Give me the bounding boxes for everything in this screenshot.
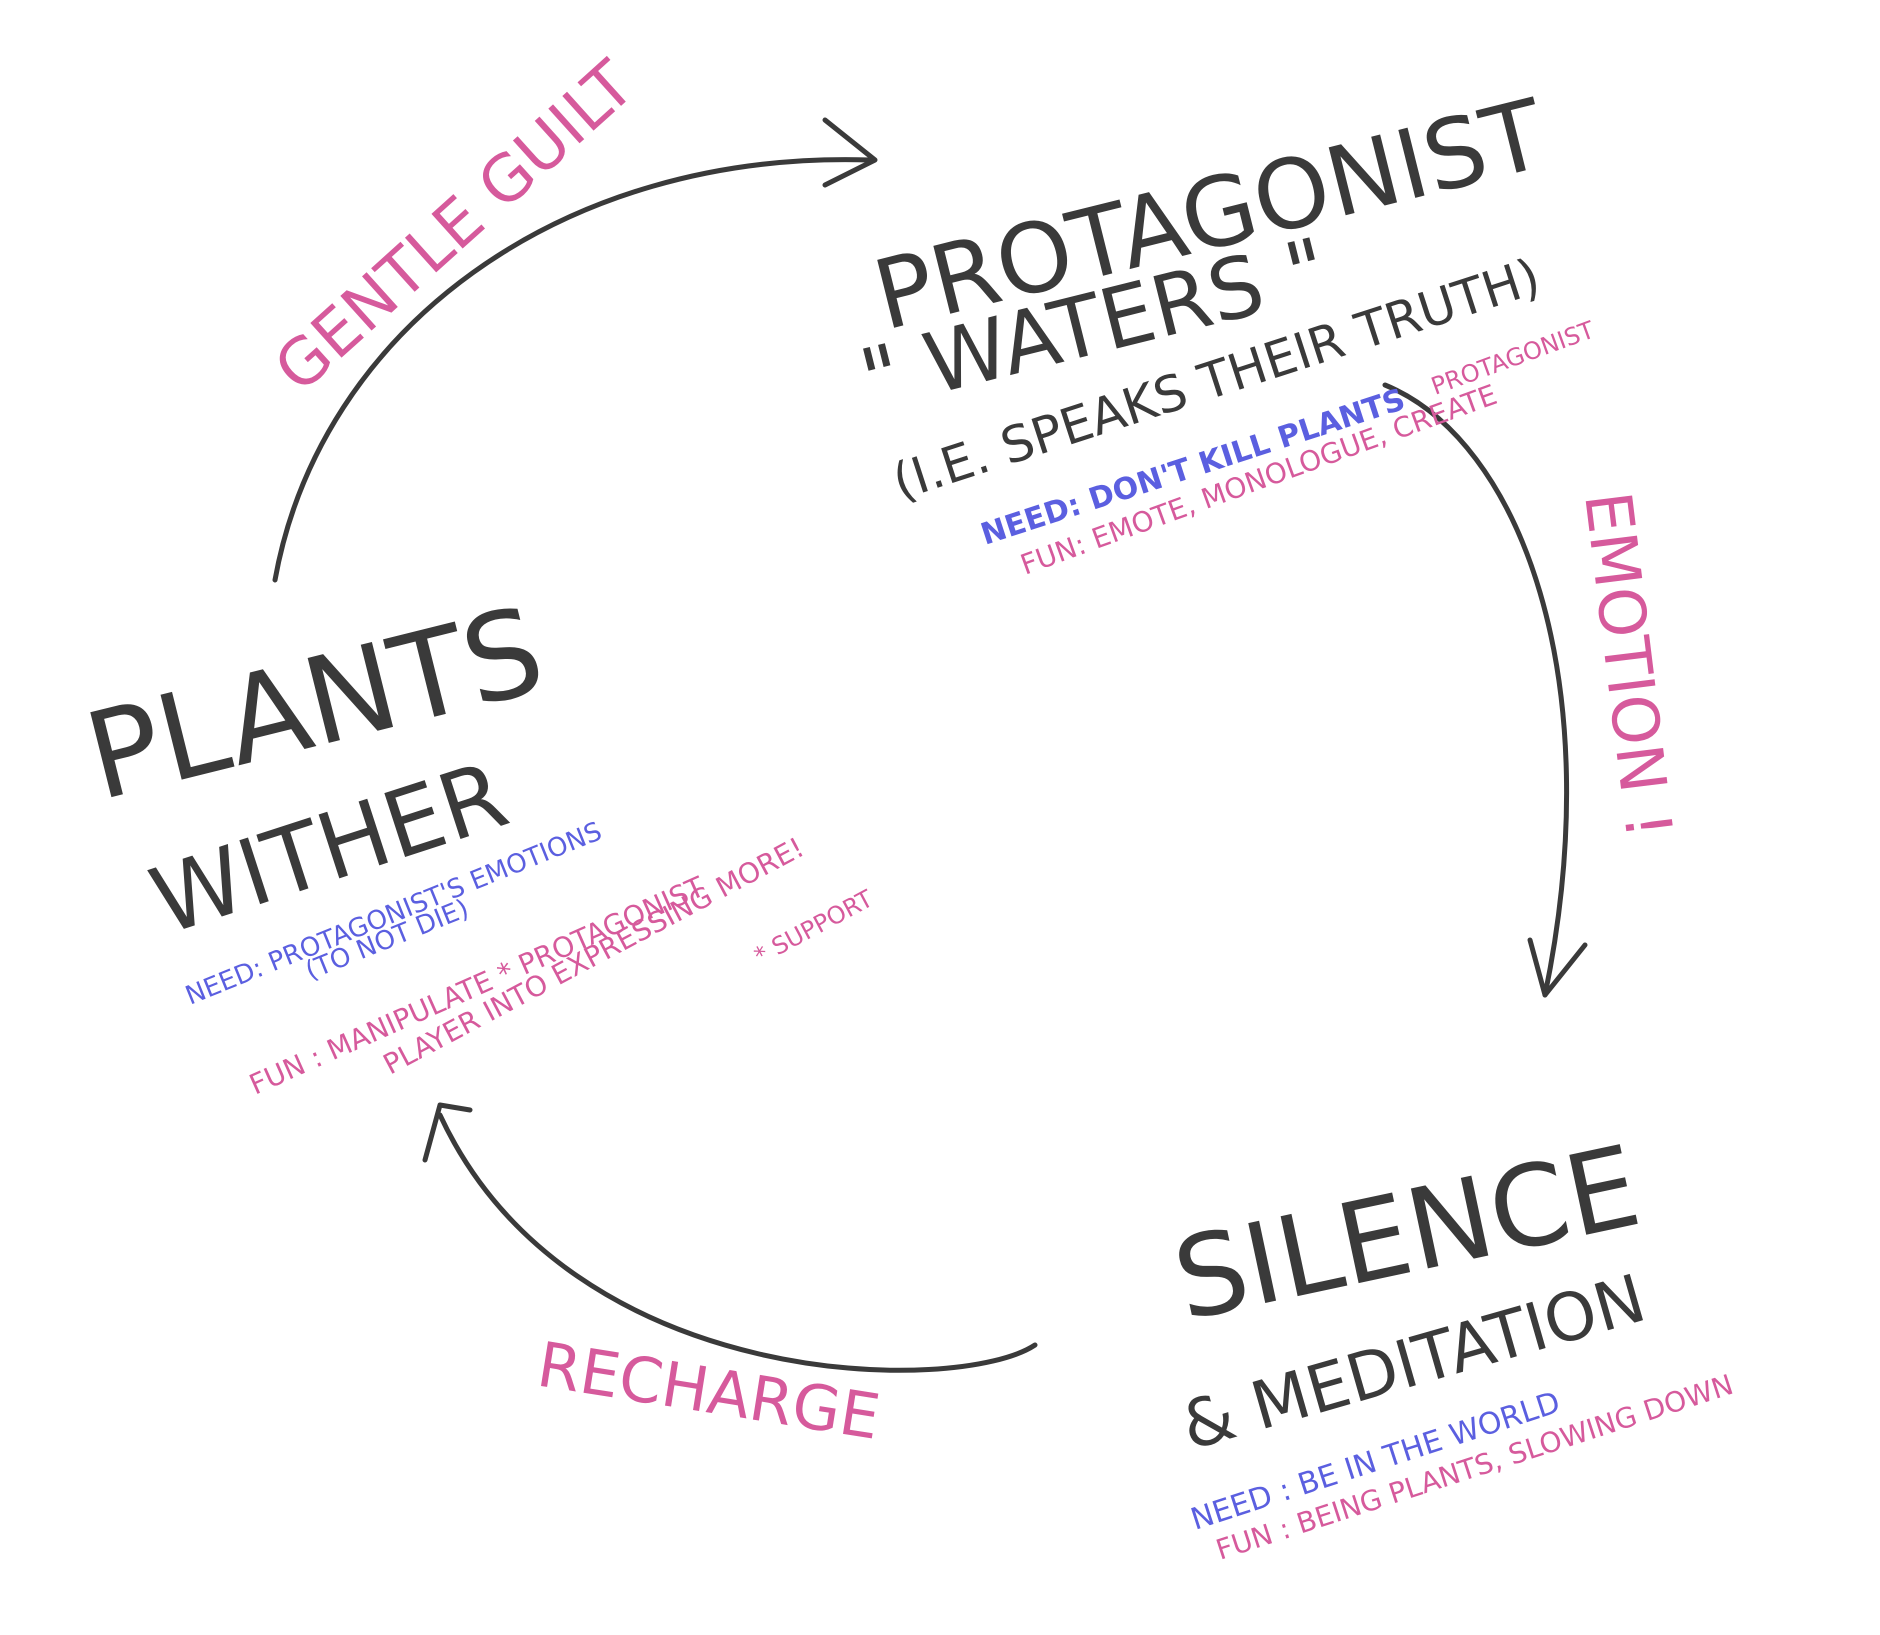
- arrow-emotion: [1382, 382, 1588, 998]
- node-protagonist: Protagonist " Waters " (i.e. speaks thei…: [851, 78, 1598, 582]
- edge-label-recharge: Recharge: [533, 1328, 885, 1454]
- plants-footnote: * support: [750, 884, 878, 970]
- arrow-recharge: [422, 1102, 1038, 1373]
- arrow-gentle-guilt: [272, 117, 878, 583]
- edge-label-emotion: Emotion !: [1569, 488, 1685, 843]
- node-plants: Plants Wither Need: Protagonist's emotio…: [73, 581, 877, 1101]
- plants-fun-line2: player into expressing more!: [378, 831, 810, 1081]
- edge-label-gentle-guilt: Gentle Guilt: [261, 47, 649, 407]
- node-silence: Silence & Meditation Need : Be in the wo…: [1164, 1122, 1738, 1567]
